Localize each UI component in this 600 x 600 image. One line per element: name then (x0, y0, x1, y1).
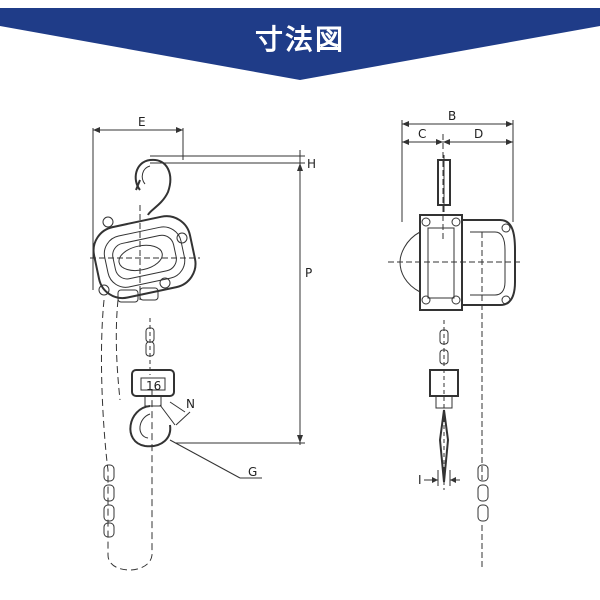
dim-label-h: H (307, 157, 316, 171)
banner-shape (0, 8, 600, 80)
dim-label-g: G (248, 465, 257, 479)
dim-label-d: D (474, 127, 483, 141)
chain-tag-label: 16 (146, 379, 161, 393)
dim-label-e: E (138, 115, 146, 129)
dim-label-b: B (448, 109, 456, 123)
dim-label-i: I (418, 473, 422, 487)
dim-label-n: N (186, 397, 195, 411)
dim-label-p: P (305, 266, 312, 280)
dim-label-c: C (418, 127, 426, 141)
header-banner (0, 8, 600, 80)
page-title: 寸法図 (254, 23, 345, 56)
